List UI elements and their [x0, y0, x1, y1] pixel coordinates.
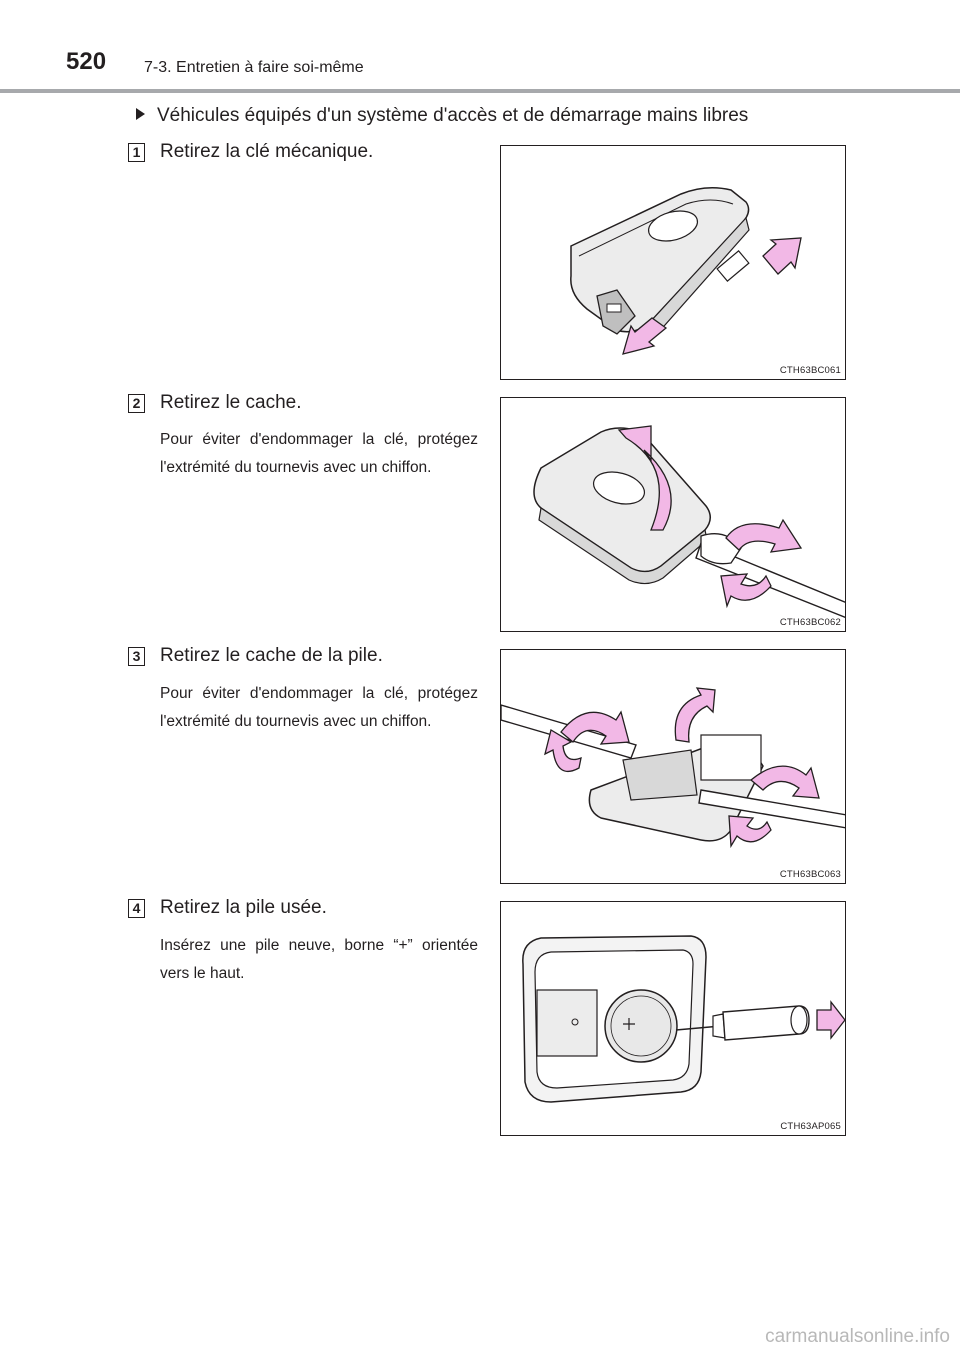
step-4-number: 4 [128, 899, 145, 918]
figure-code: CTH63BC062 [779, 616, 841, 628]
key-remove-battery-cover-illustration [501, 687, 845, 849]
header-rule [0, 89, 960, 93]
figure-code: CTH63BC061 [779, 364, 841, 376]
step-3-title: Retirez le cache de la pile. [160, 645, 383, 666]
step-3-figure: CTH63BC063 [500, 649, 846, 884]
step-3-note: Pour éviter d'endommager la clé, protége… [160, 685, 478, 730]
step-2-title: Retirez le cache. [160, 392, 302, 413]
key-remove-battery-illustration [522, 935, 845, 1103]
step-3-number: 3 [128, 647, 145, 666]
step-1-figure: CTH63BC061 [500, 145, 846, 380]
step-2-note: Pour éviter d'endommager la clé, protége… [160, 431, 478, 476]
step-4-title: Retirez la pile usée. [160, 897, 327, 918]
key-remove-mechanical-key-illustration [570, 187, 802, 355]
chapter-title: 7-3. Entretien à faire soi-même [144, 59, 364, 76]
watermark: carmanualsonline.info [765, 1326, 950, 1347]
step-4-note: Insérez une pile neuve, borne “+” orient… [160, 937, 478, 982]
triangle-bullet-icon [136, 108, 145, 120]
step-2-figure: CTH63BC062 [500, 397, 846, 632]
step-4-figure: CTH63AP065 [500, 901, 846, 1136]
subsection-heading: Véhicules équipés d'un système d'accès e… [136, 104, 748, 128]
step-1-title: Retirez la clé mécanique. [160, 141, 374, 162]
page-number: 520 [66, 48, 107, 75]
figure-code: CTH63BC063 [779, 868, 841, 880]
subsection-text: Véhicules équipés d'un système d'accès e… [157, 105, 749, 126]
figure-code: CTH63AP065 [780, 1120, 841, 1132]
step-2-number: 2 [128, 394, 145, 413]
key-remove-cover-illustration [533, 425, 845, 618]
step-1-number: 1 [128, 143, 145, 162]
